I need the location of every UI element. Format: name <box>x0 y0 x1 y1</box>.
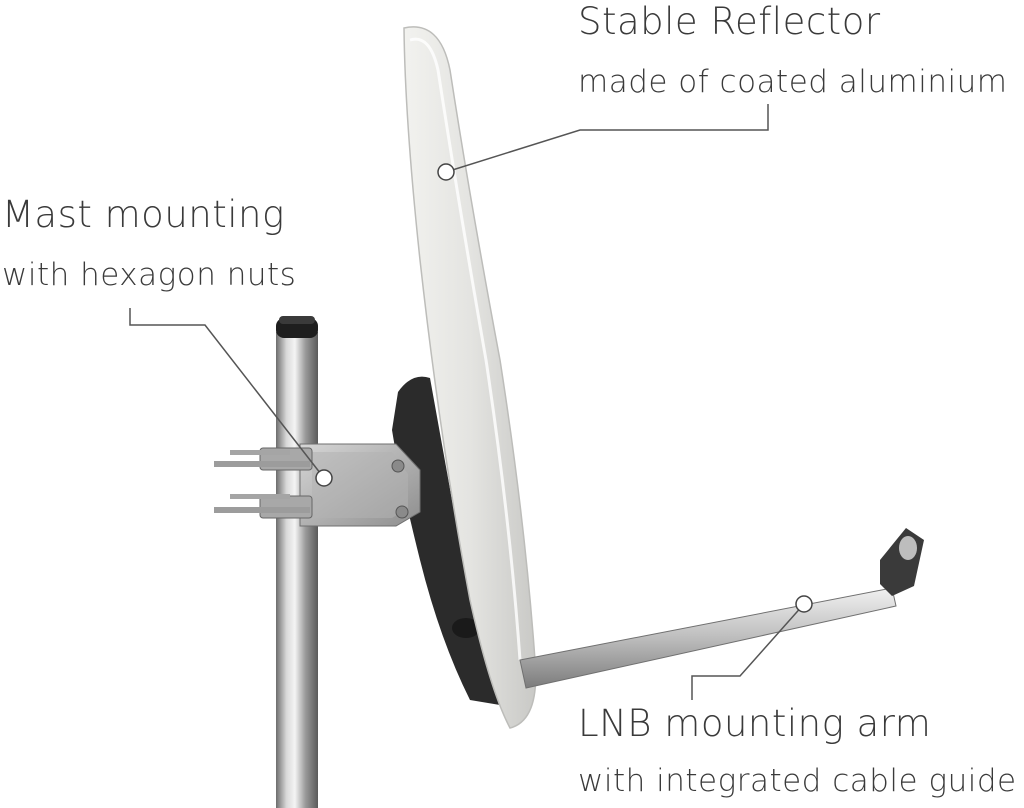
reflector-subtitle: made of coated aluminium <box>578 64 1008 100</box>
reflector-callout-dot <box>437 163 455 181</box>
reflector-title: Stable Reflector <box>578 0 881 43</box>
mast-callout-dot <box>315 469 333 487</box>
mast-subtitle: with hexagon nuts <box>2 257 297 293</box>
callout-lines <box>129 104 805 700</box>
lnb-title: LNB mounting arm <box>578 702 932 745</box>
mast-pole <box>276 316 318 808</box>
mast-callout-line <box>129 308 325 479</box>
dish-rear-bracket <box>392 376 500 705</box>
lnb-mounting-arm <box>519 528 924 689</box>
lnb-callout-dot <box>795 595 813 613</box>
reflector-dish <box>403 26 537 729</box>
reflector-callout-line <box>445 104 769 173</box>
mast-title: Mast mounting <box>2 193 285 236</box>
mast-mounting-bracket <box>214 443 421 527</box>
callout-dots <box>315 163 813 613</box>
lnb-subtitle: with integrated cable guide <box>578 763 1017 799</box>
lnb-callout-line <box>691 603 805 700</box>
